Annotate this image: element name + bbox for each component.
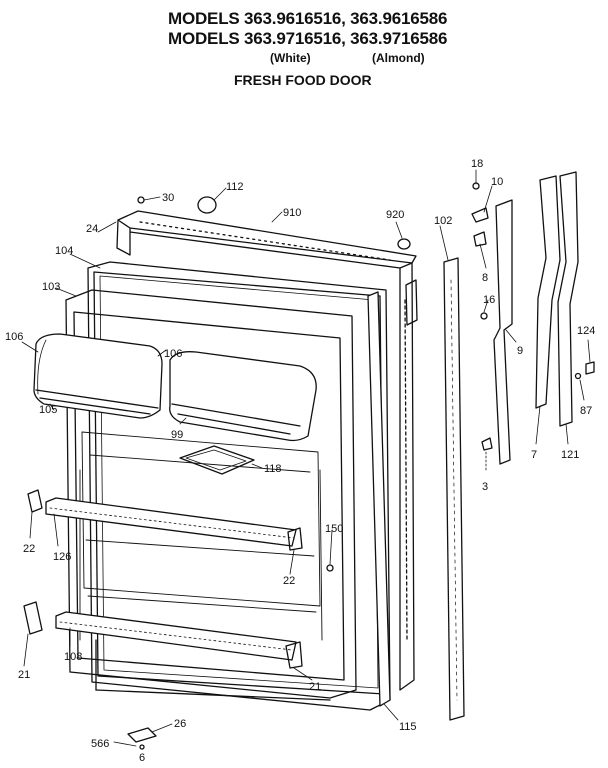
- part-3: [481, 437, 493, 451]
- label-24: 24: [86, 223, 98, 235]
- label-104: 104: [55, 245, 73, 257]
- label-87: 87: [580, 405, 592, 417]
- color-almond: (Almond): [372, 51, 425, 65]
- label-102: 102: [434, 215, 452, 227]
- label-115: 115: [399, 721, 417, 733]
- label-21b: 21: [309, 681, 321, 693]
- part-124: [585, 361, 595, 375]
- label-10: 10: [491, 176, 503, 188]
- models-line-1: MODELS 363.9616516, 363.9616586: [168, 9, 448, 28]
- part-labels: 30 112 910 920 102 18 10 8 16 9 124 87 7…: [5, 158, 595, 764]
- clip-26: [127, 727, 157, 743]
- shelf-bar-108: [55, 611, 297, 661]
- models-line-2: MODELS 363.9716516, 363.9716586: [168, 29, 448, 48]
- frame-strip-115: [367, 291, 391, 707]
- end-cap-21-right: [285, 641, 303, 669]
- label-18: 18: [471, 158, 483, 170]
- label-112: 112: [226, 181, 244, 193]
- label-22a: 22: [23, 543, 35, 555]
- tray-118: [179, 445, 255, 475]
- label-8: 8: [482, 272, 488, 284]
- label-150: 150: [325, 523, 343, 535]
- leader-lines: [21, 169, 591, 747]
- plug-920: [397, 238, 411, 250]
- label-30: 30: [162, 192, 174, 204]
- part-87: [574, 372, 582, 380]
- label-108: 108: [64, 651, 82, 663]
- hinge-9: [493, 199, 513, 465]
- label-6: 6: [139, 752, 145, 764]
- diagram-subtitle: FRESH FOOD DOOR: [234, 72, 372, 88]
- part-16: [480, 312, 488, 320]
- shelf-bar-126: [45, 497, 297, 547]
- label-99: 99: [171, 429, 183, 441]
- label-118: 118: [264, 463, 282, 475]
- label-21a: 21: [18, 669, 30, 681]
- label-103: 103: [42, 281, 60, 293]
- label-22b: 22: [283, 575, 295, 587]
- screw-30: [137, 196, 145, 204]
- label-105: 105: [39, 404, 57, 416]
- end-cap-22-left: [27, 489, 43, 513]
- dairy-door-right: [169, 351, 317, 442]
- label-920: 920: [386, 209, 404, 221]
- label-26: 26: [174, 718, 186, 730]
- screw-6: [139, 744, 145, 750]
- label-3: 3: [482, 481, 488, 493]
- label-566: 566: [91, 738, 109, 750]
- part-8: [473, 231, 487, 247]
- label-121: 121: [561, 449, 579, 461]
- screw-150: [326, 564, 334, 572]
- plug-112: [197, 196, 217, 214]
- end-cap-21-left: [23, 601, 43, 635]
- label-9: 9: [517, 345, 523, 357]
- label-126: 126: [53, 551, 71, 563]
- label-106a: 106: [5, 331, 23, 343]
- handle-121: [557, 171, 579, 427]
- door-liner: [65, 289, 357, 701]
- label-106b: 106: [164, 348, 182, 360]
- end-cap-22-right: [287, 527, 303, 551]
- label-124: 124: [577, 325, 595, 337]
- handle-7: [535, 175, 561, 409]
- outer-door-panel: [116, 210, 418, 691]
- dairy-door-left: [33, 333, 163, 419]
- color-white: (White): [270, 51, 311, 65]
- label-16: 16: [483, 294, 495, 306]
- label-7: 7: [531, 449, 537, 461]
- bracket-10: [471, 207, 489, 223]
- strip-102: [443, 257, 465, 721]
- label-910: 910: [283, 207, 301, 219]
